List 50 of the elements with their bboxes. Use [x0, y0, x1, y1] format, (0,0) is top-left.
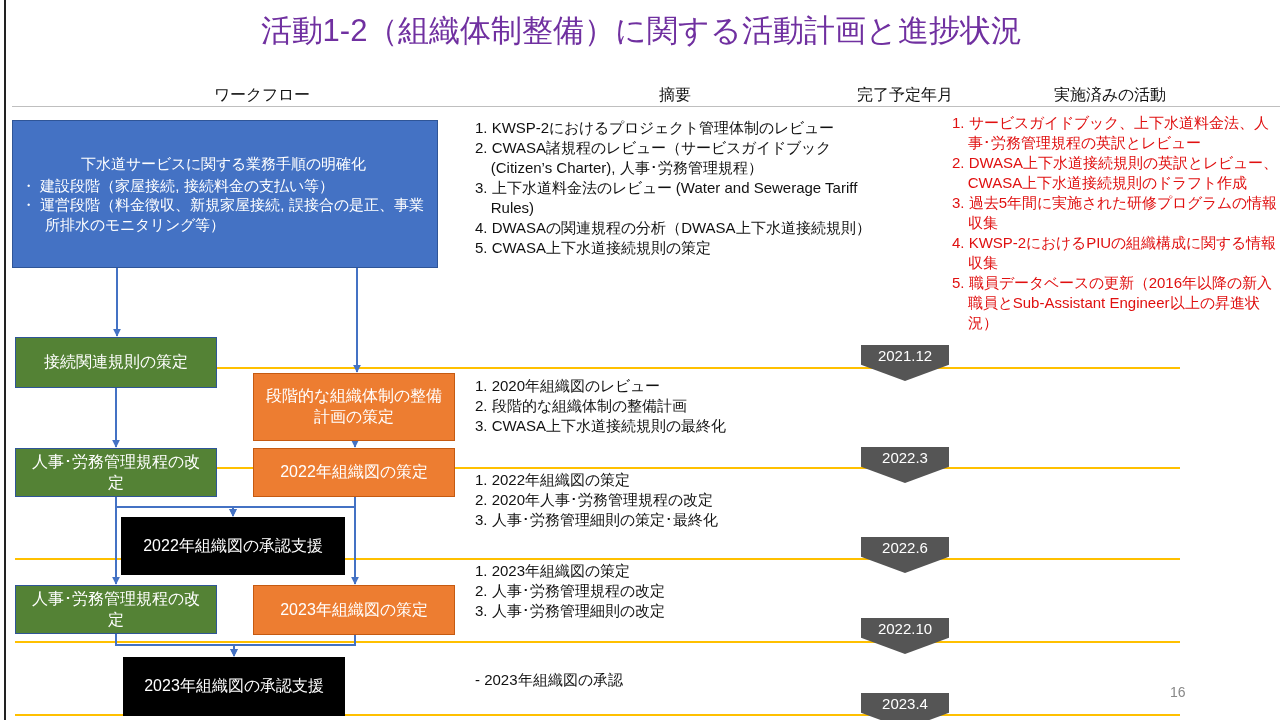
page-number: 16: [1170, 684, 1186, 700]
arrow: [112, 496, 120, 585]
summary-item: 1. 2023年組織図の策定: [475, 561, 632, 581]
process-box: 人事･労務管理規程の改定: [15, 448, 217, 497]
summary-item: 3. CWASA上下水道接続規則の最終化: [475, 416, 728, 436]
completed-activity: 5. 職員データベースの更新（2016年以降の新入職員とSub-Assistant Engineer以上の昇進状況）: [952, 273, 1274, 333]
summary-item: 2. 2020年人事･労務管理規程の改定: [475, 490, 715, 510]
process-box: 2023年組織図の策定: [253, 585, 455, 635]
column-header: ワークフロー: [214, 85, 310, 105]
summary-item: 1. 2022年組織図の策定: [475, 470, 632, 490]
completed-activity: 4. KWSP-2におけるPIUの組織構成に関する情報収集: [952, 233, 1278, 273]
summary-item: 3. 人事･労務管理細則の改定: [475, 601, 666, 621]
bullet-text: ・ 運営段階（料金徴収、新規家屋接続, 誤接合の是正、事業所排水のモニタリング等）: [21, 195, 425, 234]
summary-item: 3. 上下水道料金法のレビュー (Water and Sewerage Tariff Rules): [475, 178, 859, 218]
date-marker: 2022.10: [861, 618, 949, 654]
summary-item: 5. CWASA上下水道接続規則の策定: [475, 238, 713, 258]
summary-item: 1. KWSP-2におけるプロジェクト管理体制のレビュー: [475, 118, 836, 138]
process-box: 人事･労務管理規程の改定: [15, 585, 217, 634]
arrow: [230, 634, 356, 657]
arrow: [113, 267, 121, 337]
arrow: [353, 267, 361, 373]
process-box: [12, 120, 438, 268]
process-box: 2023年組織図の承認支援: [123, 657, 345, 716]
column-header: 摘要: [659, 85, 691, 105]
arrow: [351, 439, 359, 448]
summary-item: 2. 人事･労務管理規程の改定: [475, 581, 666, 601]
date-marker: 2023.4: [861, 693, 949, 720]
completed-activity: 2. DWASA上下水道接続規則の英訳とレビュー、CWASA上下水道接続規則のドラフト作成: [952, 153, 1280, 193]
date-marker: 2021.12: [861, 345, 949, 381]
arrow: [112, 387, 120, 448]
summary-item: 3. 人事･労務管理細則の策定･最終化: [475, 510, 719, 530]
slide-title: 活動1-2（組織体制整備）に関する活動計画と進捗状況: [259, 12, 1024, 50]
summary-item: 4. DWASAの関連規程の分析（DWASA上下水道接続規則）: [475, 218, 872, 238]
date-marker: 2022.3: [861, 447, 949, 483]
column-header: 実施済みの活動: [1054, 85, 1166, 105]
date-marker: 2022.6: [861, 537, 949, 573]
column-header: 完了予定年月: [857, 85, 953, 105]
bullet-text: ・ 建設段階（家屋接続, 接続料金の支払い等）: [21, 175, 335, 195]
arrow: [351, 496, 359, 585]
completed-activity: 3. 過去5年間に実施された研修プログラムの情報収集: [952, 193, 1279, 233]
box-heading: 下水道サービスに関する業務手順の明確化: [79, 154, 367, 174]
summary-item: 2. CWASA諸規程のレビュー（サービスガイドブック (Citizen’s Charter), 人事･労務管理規程）: [475, 138, 833, 178]
process-box: 2022年組織図の策定: [253, 448, 455, 497]
summary-item: 1. 2020年組織図のレビュー: [475, 376, 662, 396]
summary-item: 2. 段階的な組織体制の整備計画: [475, 396, 688, 416]
process-box: 段階的な組織体制の整備計画の策定: [253, 373, 455, 441]
completed-activity: 1. サービスガイドブック、上下水道料金法、人事･労務管理規程の英訳とレビュー: [952, 113, 1270, 153]
summary-item: - 2023年組織図の承認: [475, 670, 624, 690]
process-box: 2022年組織図の承認支援: [121, 517, 345, 575]
process-box: 接続関連規則の策定: [15, 337, 217, 388]
